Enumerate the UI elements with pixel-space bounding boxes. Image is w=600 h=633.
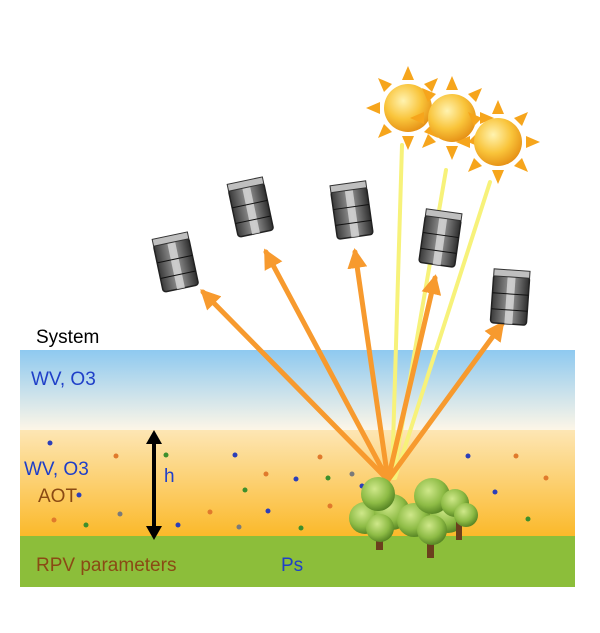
tree-icon (349, 477, 410, 550)
aerosol-label: AOT (38, 486, 77, 507)
aerosol-particles (47, 440, 549, 531)
satellite-icon (489, 268, 531, 326)
reflected-rays (200, 248, 505, 483)
ground-layer (20, 536, 575, 587)
height-arrow (146, 430, 162, 540)
upper-layer-gas-label: WV, O3 (31, 369, 96, 390)
surface-pressure-label: Ps (281, 555, 303, 576)
satellite-icon (329, 180, 374, 240)
system-label: System (36, 327, 99, 348)
aerosol-layer (20, 430, 575, 536)
satellite-icon (151, 231, 199, 293)
sun-icon (456, 100, 540, 184)
satellite-icon (226, 176, 274, 238)
height-label: h (164, 466, 175, 487)
tree-icon (441, 489, 478, 540)
surface-parameters-label: RPV parameters (36, 555, 176, 576)
lower-layer-gas-label: WV, O3 (24, 459, 89, 480)
satellite-icon (418, 208, 463, 268)
